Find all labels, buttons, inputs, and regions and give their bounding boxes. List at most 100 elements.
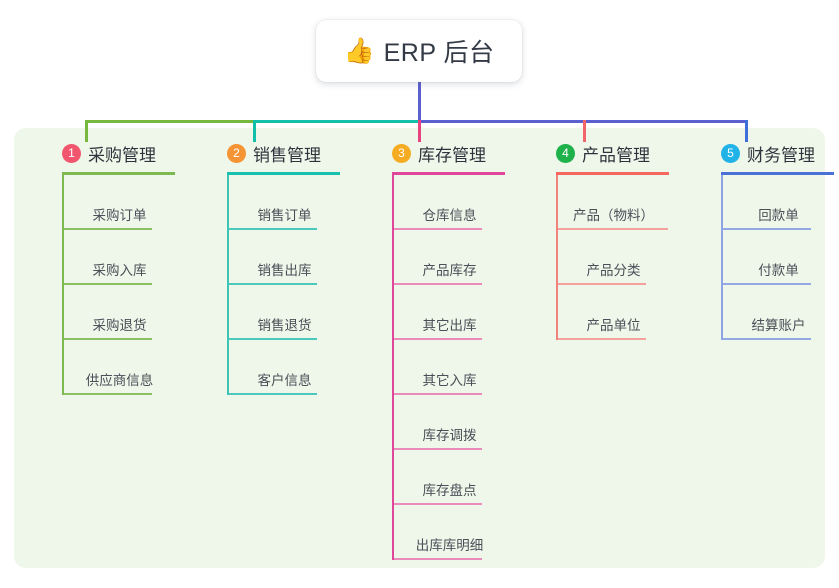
- column-body-1: 采购订单采购入库采购退货供应商信息: [62, 175, 175, 395]
- column-2: 2 销售管理销售订单销售出库销售退货客户信息: [203, 140, 340, 395]
- list-item-rule: [229, 228, 317, 230]
- column-rule-4: [556, 172, 669, 175]
- list-item-label: 产品库存: [422, 263, 477, 278]
- list-item-label: 库存盘点: [422, 483, 477, 498]
- column-header-3[interactable]: 3 库存管理: [368, 140, 505, 166]
- list-item-rule: [558, 283, 646, 285]
- column-body-4: 产品（物料） 产品分类产品单位: [556, 175, 669, 340]
- list-item-label: 付款单: [758, 263, 799, 278]
- list-item-rule: [394, 338, 482, 340]
- connector-drop-4: [583, 120, 586, 142]
- connector-drop-3: [418, 120, 421, 142]
- list-item-rule: [394, 448, 482, 450]
- list-item-rule: [394, 558, 482, 560]
- list-item-label: 销售退货: [257, 318, 312, 333]
- list-item[interactable]: 产品（物料）: [558, 175, 669, 230]
- column-badge-2: 2: [227, 143, 246, 163]
- list-item-rule: [64, 393, 152, 395]
- thumbs-up-icon: 👍: [343, 36, 375, 65]
- list-item-rule: [229, 338, 317, 340]
- list-item-rule: [558, 338, 646, 340]
- list-item-rule: [394, 228, 482, 230]
- list-item[interactable]: 产品单位: [558, 285, 669, 340]
- column-title-5: 财务管理: [747, 145, 815, 165]
- list-item[interactable]: 销售退货: [229, 285, 340, 340]
- column-3: 3 库存管理仓库信息产品库存其它出库其它入库库存调拨库存盘点出库库明细: [368, 140, 505, 560]
- list-item[interactable]: 其它出库: [394, 285, 505, 340]
- list-item[interactable]: 结算账户: [723, 285, 834, 340]
- list-item[interactable]: 库存调拨: [394, 395, 505, 450]
- list-item-label: 供应商信息: [85, 373, 154, 388]
- list-item-label: 产品分类: [586, 263, 641, 278]
- list-item-rule: [394, 283, 482, 285]
- list-item[interactable]: 回款单: [723, 175, 834, 230]
- diagram-panel: [14, 128, 825, 568]
- list-item-label: 仓库信息: [422, 208, 477, 223]
- list-item[interactable]: 客户信息: [229, 340, 340, 395]
- column-title-4: 产品管理: [582, 145, 650, 165]
- column-body-5: 回款单付款单结算账户: [721, 175, 834, 340]
- column-rule-5: [721, 172, 834, 175]
- list-item-rule: [723, 228, 811, 230]
- column-body-2: 销售订单销售出库销售退货客户信息: [227, 175, 340, 395]
- column-badge-3: 3: [392, 143, 411, 163]
- list-item[interactable]: 供应商信息: [64, 340, 175, 395]
- list-item[interactable]: 采购入库: [64, 230, 175, 285]
- list-item-rule: [64, 228, 152, 230]
- column-badge-5: 5: [721, 143, 740, 163]
- list-item-label: 其它入库: [422, 373, 477, 388]
- list-item[interactable]: 销售出库: [229, 230, 340, 285]
- list-item[interactable]: 产品分类: [558, 230, 669, 285]
- column-spine-5: [721, 175, 723, 340]
- list-item-label: 产品单位: [586, 318, 641, 333]
- column-title-3: 库存管理: [418, 145, 486, 165]
- column-rule-3: [392, 172, 505, 175]
- column-title-2: 销售管理: [253, 145, 321, 165]
- root-node-card[interactable]: 👍 ERP 后台: [316, 20, 522, 82]
- column-title-1: 采购管理: [88, 145, 156, 165]
- connector-drop-5: [745, 120, 748, 142]
- connector-branch-teal: [253, 120, 420, 123]
- list-item[interactable]: 付款单: [723, 230, 834, 285]
- list-item[interactable]: 出库库明细: [394, 505, 505, 560]
- list-item-label: 产品（物料）: [573, 208, 654, 223]
- column-header-5[interactable]: 5 财务管理: [697, 140, 834, 166]
- list-item[interactable]: 其它入库: [394, 340, 505, 395]
- list-item[interactable]: 仓库信息: [394, 175, 505, 230]
- list-item-rule: [558, 228, 668, 230]
- column-header-2[interactable]: 2 销售管理: [203, 140, 340, 166]
- list-item-label: 回款单: [758, 208, 799, 223]
- column-spine-1: [62, 175, 64, 395]
- list-item-rule: [229, 393, 317, 395]
- list-item-rule: [394, 393, 482, 395]
- column-spine-4: [556, 175, 558, 340]
- list-item[interactable]: 销售订单: [229, 175, 340, 230]
- list-item-rule: [64, 283, 152, 285]
- connector-drop-2: [253, 120, 256, 142]
- list-item-label: 销售订单: [257, 208, 312, 223]
- list-item-label: 销售出库: [257, 263, 312, 278]
- list-item-label: 采购入库: [92, 263, 147, 278]
- list-item-rule: [723, 338, 811, 340]
- list-item-label: 客户信息: [257, 373, 312, 388]
- list-item[interactable]: 采购退货: [64, 285, 175, 340]
- column-rule-2: [227, 172, 340, 175]
- column-rule-1: [62, 172, 175, 175]
- connector-branch-green: [85, 120, 255, 123]
- list-item-rule: [723, 283, 811, 285]
- list-item[interactable]: 产品库存: [394, 230, 505, 285]
- list-item-label: 采购退货: [92, 318, 147, 333]
- list-item[interactable]: 采购订单: [64, 175, 175, 230]
- connector-drop-1: [85, 120, 88, 142]
- list-item[interactable]: 库存盘点: [394, 450, 505, 505]
- list-item-rule: [229, 283, 317, 285]
- column-spine-2: [227, 175, 229, 395]
- list-item-label: 采购订单: [92, 208, 147, 223]
- list-item-rule: [64, 338, 152, 340]
- list-item-rule: [394, 503, 482, 505]
- page-title: ERP 后台: [383, 39, 495, 67]
